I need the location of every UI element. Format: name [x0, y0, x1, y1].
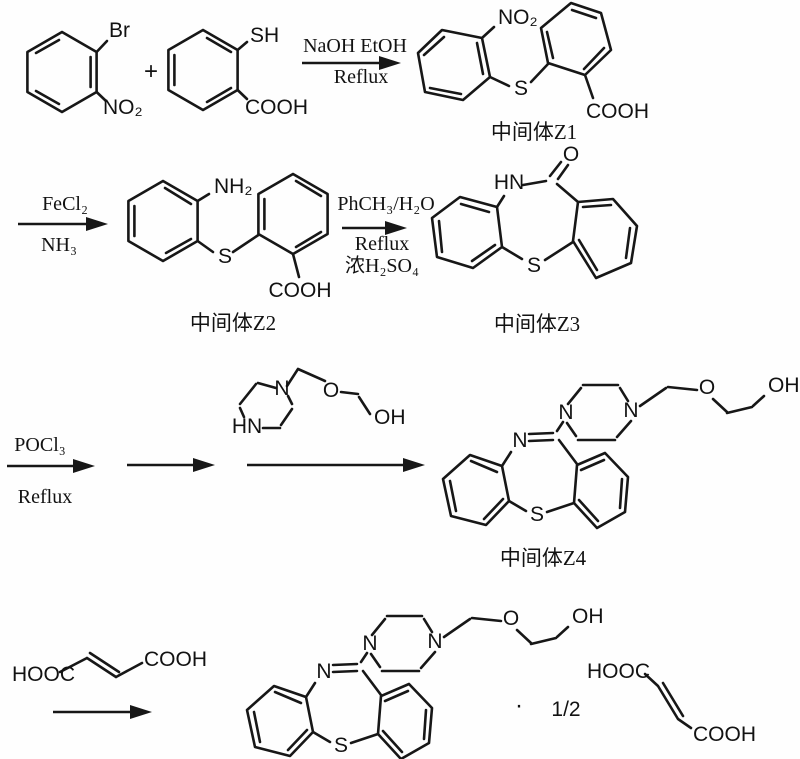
arrowhead-icon — [86, 217, 108, 231]
right-benzene-ring — [257, 172, 329, 256]
conditions-below: Reflux — [18, 486, 72, 508]
arrow-step2b: PhCH₃/H₂O Reflux 浓H₂SO₄ — [337, 193, 434, 277]
arrowhead-icon — [385, 221, 407, 235]
arrowhead-icon — [379, 56, 401, 70]
left-benzene-ring — [127, 179, 199, 263]
piperazine-n1-label: N — [558, 401, 573, 424]
oh-label: OH — [768, 374, 800, 397]
intermediate-z2-label: 中间体Z2 — [190, 311, 276, 335]
arrow-step3c — [247, 458, 425, 472]
cooh-label: COOH — [245, 96, 308, 119]
arrowhead-icon — [73, 459, 95, 473]
intermediate-z4-label: 中间体Z4 — [500, 546, 587, 570]
s-label: S — [530, 503, 544, 526]
arrowhead-icon — [403, 458, 425, 472]
conditions-above: PhCH₃/H₂O — [337, 193, 434, 215]
benzene-ring — [26, 30, 98, 114]
cooh-label: COOH — [586, 100, 649, 123]
conditions-above: FeCl₂ — [42, 193, 88, 215]
arrow-step1: NaOH EtOH Reflux — [302, 35, 407, 88]
s-label: S — [527, 254, 541, 277]
benzene-ring — [167, 28, 239, 112]
reagent-piperazine-ethoxyethanol: N HN O OH — [232, 367, 406, 438]
cooh-label: COOH — [144, 648, 207, 671]
intermediate-z1-label: 中间体Z1 — [491, 120, 577, 144]
arrow-step4 — [53, 705, 152, 719]
right-benzene-ring — [539, 1, 613, 77]
hooc-label: HOOC — [587, 660, 650, 683]
product-z2: NH₂ S COOH 中间体Z2 — [127, 172, 332, 335]
arrow-step3b — [127, 458, 215, 472]
imine-n-label: N — [512, 429, 527, 452]
conditions-below: NH₃ — [41, 234, 77, 256]
right-benzene-ring — [572, 451, 630, 530]
hn-label: HN — [494, 171, 524, 194]
conditions-below: Reflux — [334, 66, 388, 88]
cooh-label: COOH — [693, 723, 756, 746]
bonds — [448, 383, 766, 523]
bonds — [422, 8, 606, 100]
arrow-step3a: POCl₃ Reflux — [7, 434, 95, 508]
bonds — [643, 672, 693, 730]
intermediate-z3-label: 中间体Z3 — [494, 312, 580, 336]
left-benzene-ring — [430, 195, 504, 270]
n-label: N — [274, 377, 289, 400]
conditions-above: POCl₃ — [14, 434, 65, 456]
reactant-2-bromonitrobenzene: Br NO₂ — [26, 19, 143, 119]
nh2-label: NH₂ — [214, 175, 252, 198]
s-label: S — [514, 77, 528, 100]
br-label: Br — [109, 19, 130, 42]
s-label: S — [218, 245, 232, 268]
chain-bonds — [285, 367, 372, 416]
cooh-label: COOH — [269, 279, 332, 302]
arrowhead-icon — [193, 458, 215, 472]
product-z4-structure: N N N O OH S — [441, 374, 800, 530]
o-label: O — [323, 379, 339, 402]
salt-ratio: 1/2 — [551, 698, 580, 721]
bonds — [34, 38, 109, 106]
conditions-below1: Reflux — [355, 233, 409, 255]
reactant-thiosalicylic-acid: SH COOH — [167, 24, 308, 119]
arrowhead-icon — [130, 705, 152, 719]
product-z1: NO₂ S COOH 中间体Z1 — [416, 1, 649, 144]
hooc-label: HOOC — [12, 663, 75, 686]
arrow-step2a: FeCl₂ NH₃ — [18, 193, 108, 256]
fumaric-acid-left: HOOC COOH — [12, 648, 207, 686]
plus-sign: + — [144, 58, 158, 85]
conditions-above: NaOH EtOH — [303, 35, 407, 57]
salt-dot: · — [515, 692, 523, 719]
sh-label: SH — [250, 24, 279, 47]
o-label: O — [563, 143, 579, 166]
hn-label: HN — [232, 415, 262, 438]
no2-label: NO₂ — [103, 96, 143, 119]
bonds — [58, 651, 144, 679]
bonds — [133, 179, 323, 279]
product-z3: O HN S 中间体Z3 — [430, 143, 639, 336]
piperazine-ring — [238, 381, 294, 430]
piperazine-n2-label: N — [623, 399, 638, 422]
fumaric-acid-right: HOOC COOH — [587, 660, 756, 746]
oh-label: OH — [374, 406, 406, 429]
left-benzene-ring — [416, 28, 492, 102]
bonds — [173, 36, 249, 104]
conditions-below2: 浓H₂SO₄ — [345, 254, 419, 277]
ether-o-label: O — [699, 376, 715, 399]
no2-label: NO₂ — [498, 6, 538, 29]
bonds — [437, 160, 632, 272]
final-product-structure — [245, 603, 605, 759]
